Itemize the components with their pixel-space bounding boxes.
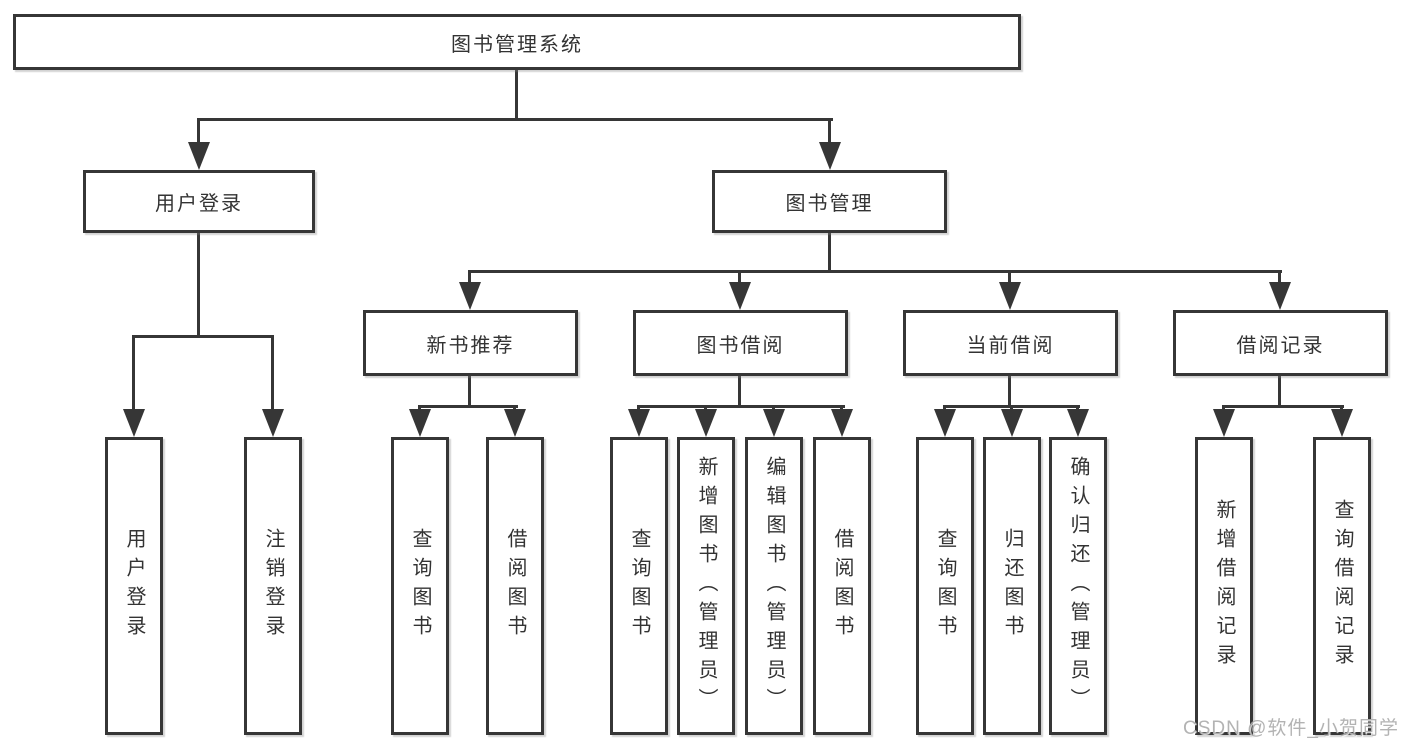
connector-line [468, 375, 471, 408]
connector-line [772, 405, 775, 411]
connector-line [197, 233, 200, 335]
leaf-label: 借阅图书 [504, 528, 526, 644]
connector-line [132, 335, 274, 338]
connector-line [637, 405, 845, 408]
arrow-down-icon [628, 409, 650, 437]
connector-line [704, 405, 707, 411]
leaf-label: 注销登录 [262, 528, 284, 644]
leaf-add-borrow-record: 新增借阅记录 [1195, 437, 1253, 735]
connector-line [1340, 405, 1343, 411]
arrow-down-icon [999, 282, 1021, 310]
connector-line [418, 405, 421, 411]
leaf-user-login: 用户登录 [105, 437, 163, 735]
node-library-system: 图书管理系统 [13, 14, 1021, 70]
node-new-book-recommendation: 新书推荐 [363, 310, 578, 376]
arrow-down-icon [763, 409, 785, 437]
node-label: 借阅记录 [1236, 334, 1325, 357]
connector-line [840, 405, 843, 411]
node-label: 新书推荐 [426, 334, 515, 357]
node-label: 用户登录 [155, 193, 243, 215]
leaf-return-books: 归还图书 [983, 437, 1041, 735]
connector-line [1008, 270, 1011, 284]
connector-line [1222, 405, 1225, 411]
connector-line [1222, 405, 1344, 408]
arrow-down-icon [1001, 409, 1023, 437]
connector-line [738, 270, 741, 284]
leaf-logout: 注销登录 [244, 437, 302, 735]
connector-line [468, 270, 471, 284]
connector-line [197, 118, 200, 143]
arrow-down-icon [1269, 282, 1291, 310]
arrow-down-icon [123, 409, 145, 437]
leaf-label: 借阅图书 [831, 528, 853, 644]
connector-line [738, 375, 741, 408]
connector-line [132, 335, 135, 410]
watermark: CSDN @软件_小贺同学 [1183, 718, 1399, 739]
leaf-borrow-books-borrowing: 借阅图书 [813, 437, 871, 735]
arrow-down-icon [729, 282, 751, 310]
leaf-query-books-current: 查询图书 [916, 437, 974, 735]
connector-line [1278, 375, 1281, 408]
connector-line [828, 232, 831, 273]
node-label: 图书借阅 [696, 334, 785, 357]
arrow-down-icon [409, 409, 431, 437]
arrow-down-icon [504, 409, 526, 437]
connector-line [1010, 405, 1013, 411]
leaf-label: 查询图书 [628, 528, 650, 644]
arrow-down-icon [695, 409, 717, 437]
arrow-down-icon [188, 142, 210, 170]
connector-line [418, 405, 518, 408]
leaf-edit-books-admin: 编辑图书（管理员） [745, 437, 803, 735]
arrow-down-icon [1331, 409, 1353, 437]
node-current-borrowing: 当前借阅 [903, 310, 1118, 376]
leaf-label: 确认归还（管理员） [1067, 455, 1089, 717]
leaf-add-books-admin: 新增图书（管理员） [677, 437, 735, 735]
connector-line [828, 118, 831, 143]
leaf-query-books-borrowing: 查询图书 [610, 437, 668, 735]
leaf-label: 用户登录 [123, 528, 145, 644]
leaf-label: 编辑图书（管理员） [763, 455, 785, 717]
leaf-label: 新增图书（管理员） [695, 455, 717, 717]
arrow-down-icon [831, 409, 853, 437]
arrow-down-icon [934, 409, 956, 437]
connector-line [1076, 405, 1079, 411]
connector-line [943, 405, 946, 411]
connector-line [515, 69, 518, 118]
leaf-label: 查询图书 [409, 528, 431, 644]
connector-line [1008, 375, 1011, 408]
leaf-label: 查询图书 [934, 528, 956, 644]
node-label: 当前借阅 [966, 334, 1055, 357]
connector-line [1278, 270, 1281, 284]
arrow-down-icon [262, 409, 284, 437]
connector-line [513, 405, 516, 411]
connector-line [468, 270, 1282, 273]
node-user-login: 用户登录 [83, 170, 315, 233]
leaf-label: 归还图书 [1001, 528, 1023, 644]
node-label: 图书管理 [785, 193, 874, 215]
node-label: 图书管理系统 [451, 33, 583, 56]
node-borrowing-records: 借阅记录 [1173, 310, 1388, 376]
leaf-query-borrow-record: 查询借阅记录 [1313, 437, 1371, 735]
arrow-down-icon [1067, 409, 1089, 437]
node-book-management: 图书管理 [712, 170, 947, 233]
arrow-down-icon [1213, 409, 1235, 437]
leaf-query-books-recommend: 查询图书 [391, 437, 449, 735]
arrow-down-icon [459, 282, 481, 310]
connector-line [637, 405, 640, 411]
leaf-confirm-return-admin: 确认归还（管理员） [1049, 437, 1107, 735]
arrow-down-icon [819, 142, 841, 170]
connector-line [197, 118, 833, 121]
leaf-label: 查询借阅记录 [1331, 499, 1353, 673]
leaf-label: 新增借阅记录 [1213, 499, 1235, 673]
node-book-borrowing: 图书借阅 [633, 310, 848, 376]
connector-line [271, 335, 274, 410]
leaf-borrow-books-recommend: 借阅图书 [486, 437, 544, 735]
